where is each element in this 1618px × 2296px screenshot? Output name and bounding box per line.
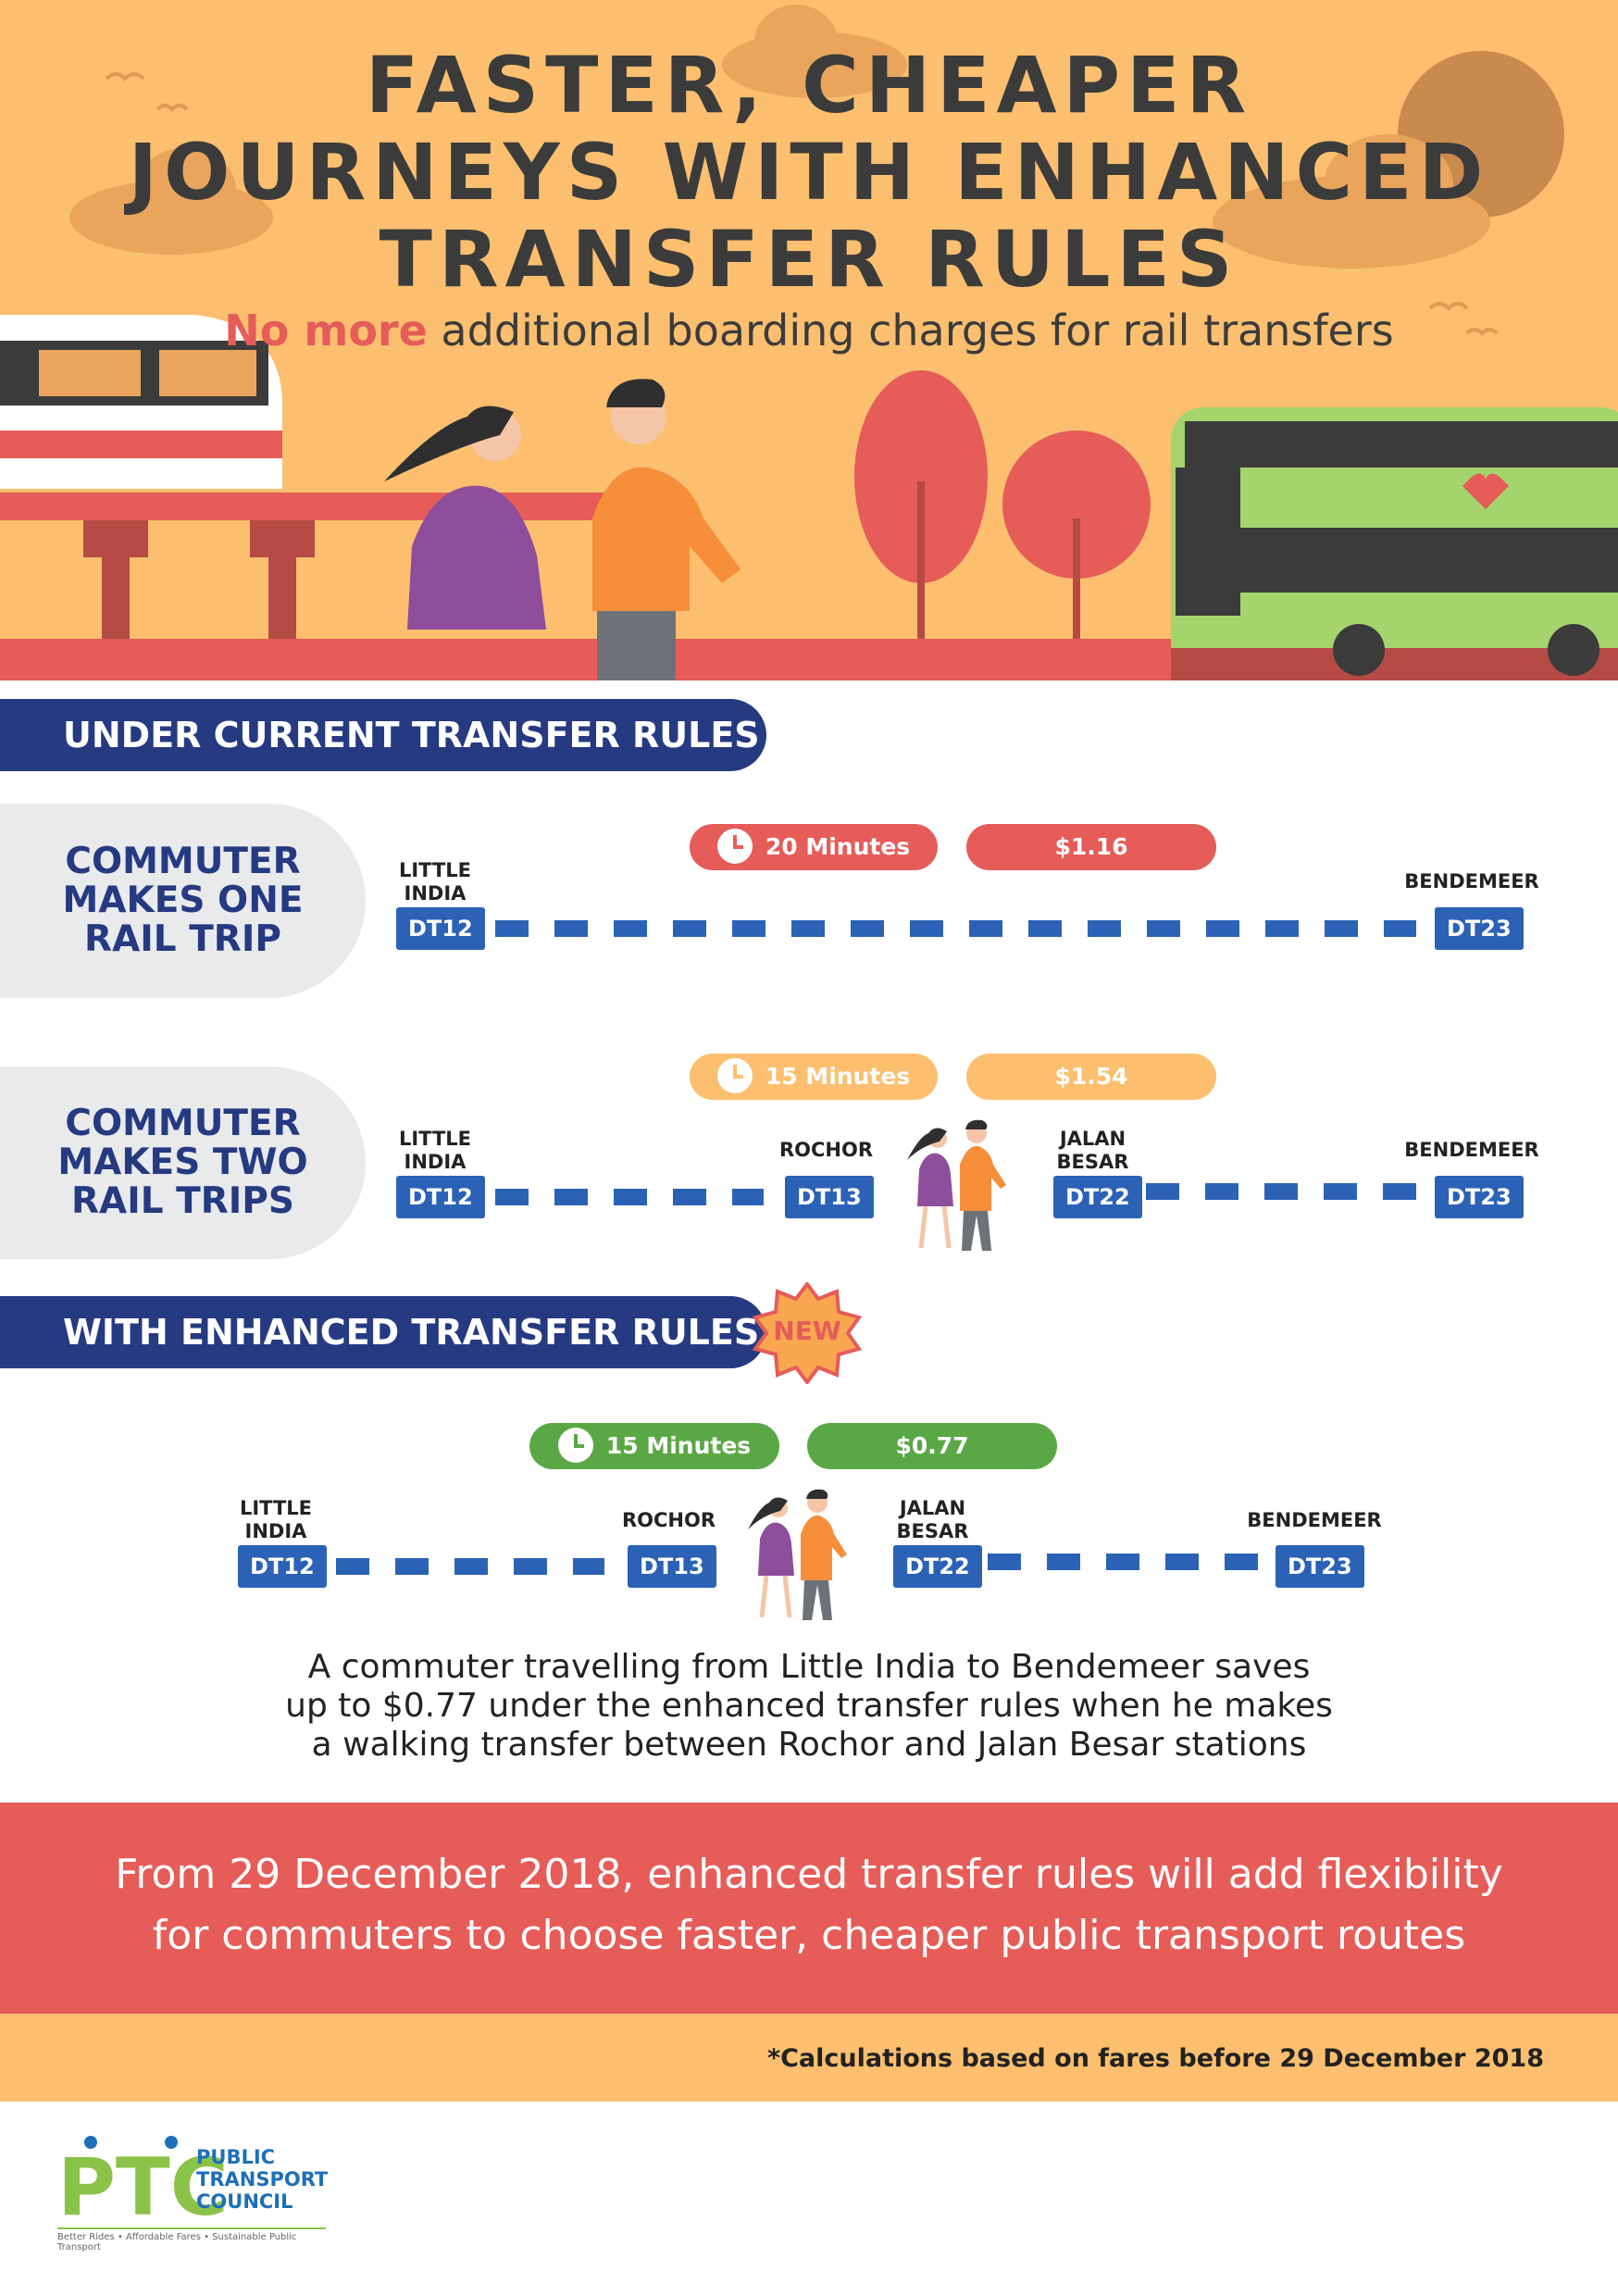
one-trip-fare-badge: $1.16 [966, 824, 1216, 870]
clock-icon [716, 829, 753, 864]
walking-couple-icon [907, 1119, 1006, 1251]
current-rules-heading: UNDER CURRENT TRANSFER RULES [0, 699, 766, 771]
station-label-rochor: ROCHOR [778, 1139, 874, 1161]
one-trip-time: 20 Minutes [765, 833, 911, 860]
hero-illustration [0, 5, 1618, 680]
hero-subtitle: No more additional boarding charges for … [0, 306, 1618, 356]
logo-mark: PTC [57, 2141, 229, 2234]
starburst-icon [752, 1282, 863, 1384]
enhanced-time-badge: 15 Minutes [529, 1423, 779, 1469]
station-label-jalan-besar: JALAN BESAR [896, 1497, 969, 1542]
logo-name: PUBLIC TRANSPORT COUNCIL [196, 2146, 328, 2213]
enhanced-fare-badge: $0.77 [807, 1423, 1057, 1469]
effective-date-banner: From 29 December 2018, enhanced transfer… [0, 1803, 1618, 2014]
two-trips-time: 15 Minutes [765, 1063, 911, 1090]
station-code-dt22: DT22 [1053, 1176, 1142, 1218]
two-trips-time-badge: 15 Minutes [690, 1054, 938, 1100]
hero-subtitle-emphasis: No more [224, 306, 428, 356]
enhanced-time: 15 Minutes [605, 1432, 752, 1459]
station-label-little-india: LITTLE INDIA [239, 1497, 313, 1542]
description-line-2: up to $0.77 under the enhanced transfer … [285, 1687, 1333, 1725]
rail-line-dashes [988, 1554, 1258, 1570]
ptc-logo: PTC [57, 2136, 229, 2234]
station-code-dt12: DT12 [238, 1545, 327, 1588]
station-code-dt13: DT13 [628, 1545, 716, 1588]
one-trip-label-text: COMMUTER MAKES ONE RAIL TRIP [62, 841, 304, 960]
description-line-1: A commuter travelling from Little India … [307, 1648, 1311, 1686]
station-code-dt12: DT12 [396, 1176, 485, 1218]
hero-title-line-1: FASTER, CHEAPER [365, 40, 1253, 131]
logo-name-line-3: COUNCIL [196, 2190, 293, 2213]
station-code-dt23: DT23 [1276, 1545, 1364, 1588]
banner-line-2: for commuters to choose faster, cheaper … [152, 1912, 1466, 1959]
station-label-little-india: LITTLE INDIA [398, 1128, 472, 1173]
logo-tagline: Better Rides • Affordable Fares • Sustai… [57, 2227, 326, 2252]
hero-subtitle-rest: additional boarding charges for rail tra… [427, 306, 1394, 356]
footnote-band [0, 2014, 1618, 2102]
new-badge-text: NEW [773, 1316, 841, 1346]
clock-icon [557, 1428, 593, 1463]
two-trips-label: COMMUTER MAKES TWO RAIL TRIPS [0, 1067, 366, 1259]
station-label-bendemeer: BENDEMEER [1404, 870, 1539, 892]
station-code-dt13: DT13 [785, 1176, 874, 1218]
hero-title-line-2: JOURNEYS WITH ENHANCED [128, 127, 1490, 218]
station-code-dt22: DT22 [893, 1545, 982, 1588]
logo-name-line-1: PUBLIC [196, 2146, 276, 2168]
clock-icon [716, 1058, 753, 1093]
station-code-dt23: DT23 [1435, 1176, 1524, 1218]
savings-description: A commuter travelling from Little India … [0, 1648, 1618, 1765]
station-label-bendemeer: BENDEMEER [1247, 1509, 1382, 1531]
footnote: *Calculations based on fares before 29 D… [766, 2044, 1544, 2073]
station-label-little-india: LITTLE INDIA [398, 859, 472, 905]
hero-title: FASTER, CHEAPER JOURNEYS WITH ENHANCED T… [0, 42, 1618, 303]
station-label-jalan-besar: JALAN BESAR [1056, 1128, 1129, 1173]
hero-title-line-3: TRANSFER RULES [379, 214, 1239, 305]
description-line-3: a walking transfer between Rochor and Ja… [311, 1726, 1307, 1764]
walking-couple-icon [748, 1489, 847, 1620]
station-code-dt12: DT12 [396, 907, 485, 950]
two-trips-label-text: COMMUTER MAKES TWO RAIL TRIPS [57, 1103, 308, 1222]
one-trip-time-badge: 20 Minutes [690, 824, 938, 870]
one-trip-label: COMMUTER MAKES ONE RAIL TRIP [0, 804, 366, 998]
station-code-dt23: DT23 [1435, 907, 1524, 950]
two-trips-fare-badge: $1.54 [966, 1054, 1216, 1100]
rail-line-dashes [1146, 1183, 1416, 1200]
rail-line-dashes [495, 1189, 764, 1205]
new-badge: NEW [752, 1282, 863, 1384]
enhanced-rules-heading: WITH ENHANCED TRANSFER RULES [0, 1296, 766, 1368]
rail-line-dashes [495, 920, 1416, 937]
banner-line-1: From 29 December 2018, enhanced transfer… [115, 1851, 1503, 1898]
station-label-rochor: ROCHOR [621, 1509, 716, 1531]
logo-name-line-2: TRANSPORT [196, 2168, 329, 2190]
hero-banner: FASTER, CHEAPER JOURNEYS WITH ENHANCED T… [0, 0, 1618, 680]
station-label-bendemeer: BENDEMEER [1404, 1139, 1539, 1161]
rail-line-dashes [336, 1558, 604, 1575]
